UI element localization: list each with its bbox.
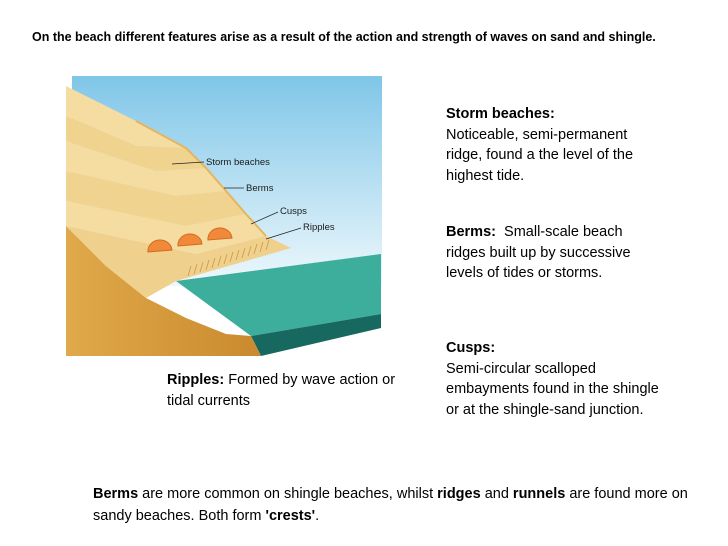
label-cusps: Cusps [280, 206, 307, 217]
storm-beaches-description: Storm beaches: Noticeable, semi-permanen… [446, 104, 661, 186]
ripples-description: Ripples: Formed by wave action or tidal … [167, 370, 407, 411]
berms-description: Berms: Small-scale beach ridges built up… [446, 222, 661, 284]
bottom-text-3: are found more on sandy beaches. Both fo… [93, 486, 688, 524]
bottom-term-berms: Berms [93, 486, 139, 502]
ripple-marks [187, 239, 270, 277]
cusps-text: Semi-circular scalloped embayments found… [446, 360, 659, 418]
cusp-scallops [147, 227, 233, 253]
ripple-zone [66, 226, 291, 298]
cliff-face [66, 226, 261, 356]
bottom-term-ridges: ridges [437, 486, 481, 502]
bottom-text-2: and [480, 486, 513, 502]
bottom-term-runnels: runnels [512, 486, 566, 502]
label-leaders [171, 161, 302, 240]
lower-beach [66, 201, 266, 254]
storm-text: Noticeable, semi-permanent ridge, found … [446, 126, 634, 184]
cusps-description: Cusps: Semi-circular scalloped embayment… [446, 338, 661, 420]
bottom-text-4: . [315, 508, 320, 524]
intro-text: On the beach different features arise as… [32, 30, 656, 44]
label-ripples: Ripples [303, 222, 335, 233]
beach-diagram: Storm beaches Berms Cusps Ripples [66, 76, 382, 356]
ripples-text: Formed by wave action or tidal currents [167, 372, 396, 409]
bottom-term-crests: 'crests' [265, 508, 316, 524]
bottom-text-1: are more common on shingle beaches, whil… [138, 486, 438, 502]
ridge-shading [135, 120, 267, 237]
berms-term: Berms: [446, 224, 496, 240]
berms-text: Small-scale beach ridges built up by suc… [446, 224, 631, 281]
label-berms: Berms [246, 183, 274, 194]
ripples-term: Ripples: [167, 372, 225, 388]
sea-surface [176, 254, 381, 336]
cusp-zone [66, 171, 246, 226]
label-storm-beaches: Storm beaches [206, 157, 270, 168]
storm-term: Storm beaches: [446, 106, 555, 122]
cusps-term: Cusps: [446, 340, 496, 356]
sea-front [251, 314, 381, 356]
berm-lower [66, 141, 226, 196]
bottom-note: Berms are more common on shingle beaches… [93, 483, 693, 527]
berm-top [66, 116, 206, 171]
